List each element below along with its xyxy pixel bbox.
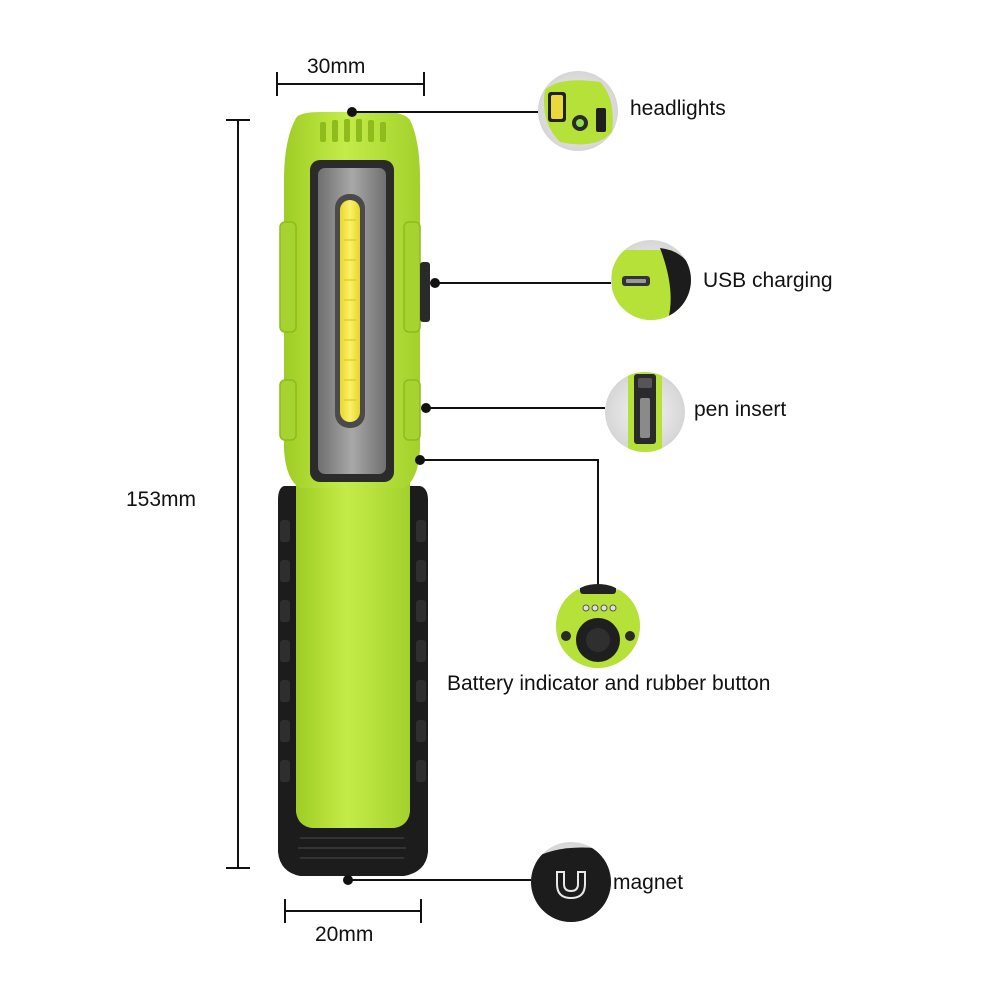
callout-pen-insert: pen insert [694,398,787,421]
pen-clip [420,262,430,322]
thumb-headlights [538,71,618,151]
thumb-pen [605,372,685,452]
bottom-cap-ridges [298,837,406,859]
callout-battery-indicator: Battery indicator and rubber button [447,672,771,695]
leader-lines [348,111,611,881]
dimension-bottom-label: 20mm [315,923,374,946]
dimension-height-label: 153mm [126,488,197,511]
cob-led-dots [344,219,356,401]
rubber-ridges [280,520,426,782]
callout-magnet: magnet [613,871,684,894]
dimension-bottom [284,899,422,923]
dimension-top-label: 30mm [307,55,366,78]
callout-usb-charging: USB charging [703,269,833,292]
side-grips [279,221,421,441]
leader-battery [420,459,599,584]
thumb-magnet [531,842,611,922]
top-grip-notches [320,119,386,142]
green-handle [296,470,410,828]
dimension-top [276,72,425,96]
worklight-body [278,112,430,876]
thumb-usb [611,240,691,320]
callout-headlights: headlights [630,97,726,120]
leader-dots [343,107,440,885]
dimension-height [226,119,250,869]
magnet-icon [556,871,586,900]
cob-led-strip [340,200,360,422]
thumb-battery [556,584,640,668]
